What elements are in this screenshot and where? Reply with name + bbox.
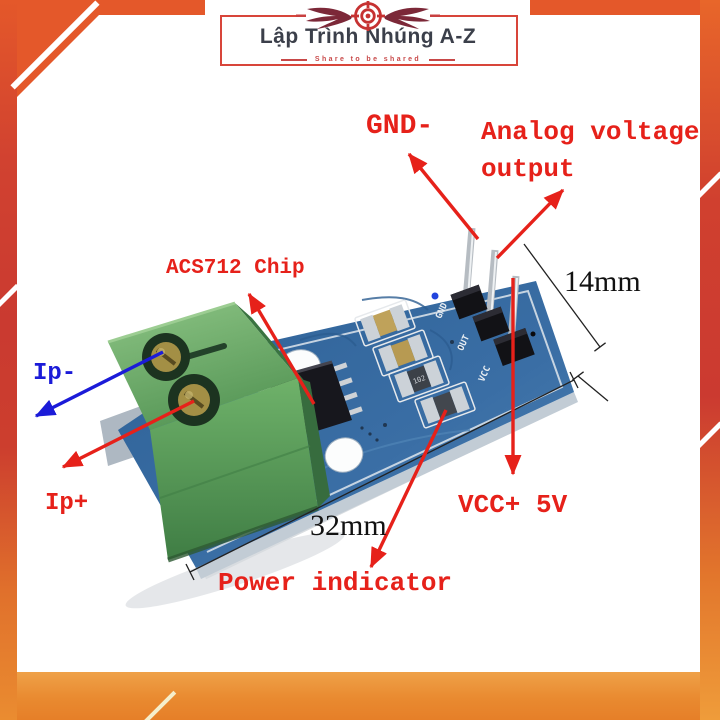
dimension-lines: [185, 243, 609, 581]
gnd-arrow: [407, 152, 480, 241]
analog-output-arrow: [495, 188, 565, 260]
mounting-hole: [324, 437, 364, 473]
vcc-label: VCC+ 5V: [458, 490, 568, 520]
smd-capacitor: [354, 299, 416, 347]
power-indicator-label: Power indicator: [218, 568, 453, 598]
pcb-traces: [299, 296, 471, 471]
smd-capacitor: [372, 329, 434, 377]
chip-label: ACS712 Chip: [166, 257, 305, 280]
length-dimension-label: 32mm: [310, 509, 387, 542]
smd-led: [414, 381, 476, 429]
ip-minus-arrow: [34, 350, 164, 418]
silkscreen-labels: GND OUT VCC: [434, 301, 493, 383]
terminal-screw: [168, 374, 220, 426]
tagline-dash: [280, 58, 307, 61]
emblem-dash-left: [296, 14, 306, 17]
tagline-dash: [429, 58, 456, 61]
ip-plus-arrow: [61, 399, 195, 469]
screw-terminal-block: [107, 301, 330, 563]
pcb-specks: [360, 340, 462, 442]
target-icon: [351, 1, 385, 31]
terminal-screw: [142, 333, 190, 381]
emblem-dash-right: [430, 14, 440, 17]
frame-left-bar: [0, 0, 17, 720]
smd-resistor: 102: [388, 355, 450, 403]
smd-components: 102: [354, 299, 476, 429]
analog-output-line1: Analog voltage: [481, 117, 700, 147]
ip-minus-label: Ip-: [33, 360, 77, 387]
resistor-label: 102: [412, 374, 427, 386]
analog-output-label: Analog voltage output: [481, 114, 699, 188]
gnd-label: GND-: [366, 111, 434, 142]
annotation-arrows: [34, 152, 565, 569]
chip-arrow: [247, 292, 316, 405]
width-dimension-label: 14mm: [564, 265, 641, 298]
ip-plus-label: Ip+: [45, 490, 89, 517]
brand-tagline: Share to be shared: [218, 56, 518, 63]
brand-emblem: [296, 1, 440, 31]
analog-output-line2: output: [481, 154, 575, 184]
wing-icon: [306, 7, 430, 29]
power-led: [431, 292, 439, 300]
brand-title: Lập Trình Nhúng A-Z: [259, 25, 477, 48]
frame-bottom-bar: [0, 672, 720, 720]
power-indicator-arrow: [369, 409, 448, 569]
